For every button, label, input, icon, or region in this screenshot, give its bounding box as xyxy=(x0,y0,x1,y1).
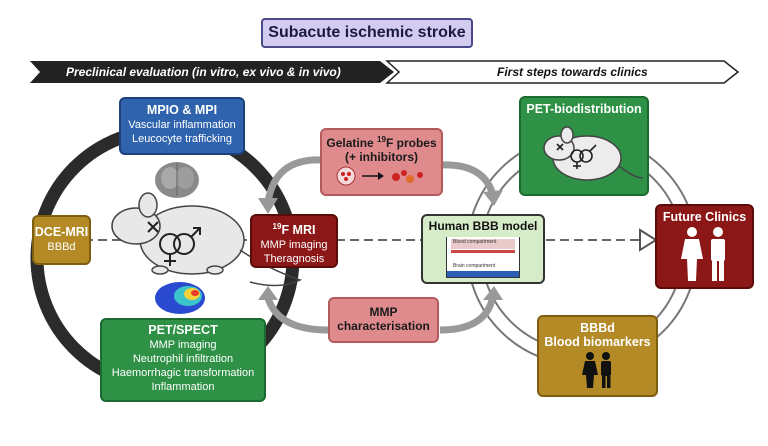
preclinical-banner-label: Preclinical evaluation (in vitro, ex viv… xyxy=(66,65,341,79)
mmp-line-1: MMP xyxy=(369,305,398,319)
brain-compartment-label: Brain compartment xyxy=(453,263,496,269)
transwell-illustration: Blood compartment Brain compartment xyxy=(446,237,520,278)
curved-arrow-top-right xyxy=(439,161,496,194)
page-title: Subacute ischemic stroke xyxy=(261,18,473,48)
sex-symbols-left xyxy=(147,221,201,266)
preclinical-banner xyxy=(30,61,394,83)
curved-arrow-bottom-right xyxy=(439,298,496,334)
gelatine-probes-box: Gelatine 19F probes (+ inhibitors) xyxy=(320,128,443,196)
clinics-banner xyxy=(385,60,740,84)
mpio-line-1: Vascular inflammation xyxy=(128,119,236,131)
human-bbb-model-box: Human BBB model Blood compartment Brain … xyxy=(421,214,545,284)
people-icon-small xyxy=(581,352,611,388)
pet-spect-box: PET/SPECT MMP imaging Neutrophil infiltr… xyxy=(100,318,266,402)
fmri-line-2: Theragnosis xyxy=(263,253,325,266)
fmri-box: 19F MRI MMP imaging Theragnosis xyxy=(250,214,338,268)
curved-arrow-top-left xyxy=(264,156,323,203)
mpio-mpi-title: MPIO & MPI xyxy=(146,103,218,117)
gelatine-title: Gelatine 19F probes xyxy=(326,135,437,150)
future-clinics-box: Future Clinics xyxy=(655,204,754,289)
pet-spect-title: PET/SPECT xyxy=(148,323,218,337)
blood-compartment-label: Blood compartment xyxy=(453,239,497,245)
probe-particles-icon xyxy=(336,166,423,186)
biomarkers-line-2: Blood biomarkers xyxy=(544,335,651,349)
pet-spect-line-2: Neutrophil infiltration xyxy=(132,353,234,365)
curved-arrow-bottom-left xyxy=(264,296,329,334)
blood-biomarkers-box: BBBd Blood biomarkers xyxy=(537,315,658,397)
pet-spect-line-4: Inflammation xyxy=(151,381,215,393)
fmri-title: 19F MRI xyxy=(272,222,316,238)
dce-mri-line: BBBd xyxy=(47,241,76,253)
biomarkers-line-1: BBBd xyxy=(580,321,615,335)
future-clinics-title: Future Clinics xyxy=(662,210,747,224)
mmp-characterisation-box: MMP characterisation xyxy=(328,297,439,343)
mpio-mpi-box: MPIO & MPI Vascular inflammation Leucocy… xyxy=(119,97,245,155)
pet-spect-line-3: Haemorrhagic transformation xyxy=(111,367,255,379)
bbb-title: Human BBB model xyxy=(428,219,538,233)
mouse-on-pet-biodistribution xyxy=(543,126,644,181)
pet-biodistribution-title: PET-biodistribution xyxy=(526,102,642,116)
people-icon xyxy=(680,227,725,281)
fmri-line-1: MMP imaging xyxy=(260,239,328,252)
brain-slice-image xyxy=(155,162,199,198)
clinics-banner-label: First steps towards clinics xyxy=(497,65,648,79)
gelatine-subtitle: (+ inhibitors) xyxy=(345,150,418,164)
mmp-line-2: characterisation xyxy=(337,319,430,333)
pet-heatmap-image xyxy=(155,282,205,314)
dce-mri-box: DCE-MRI BBBd xyxy=(32,215,91,265)
dce-mri-title: DCE-MRI xyxy=(34,225,89,239)
mpio-line-2: Leucocyte trafficking xyxy=(131,133,233,145)
pet-spect-line-1: MMP imaging xyxy=(149,339,217,351)
